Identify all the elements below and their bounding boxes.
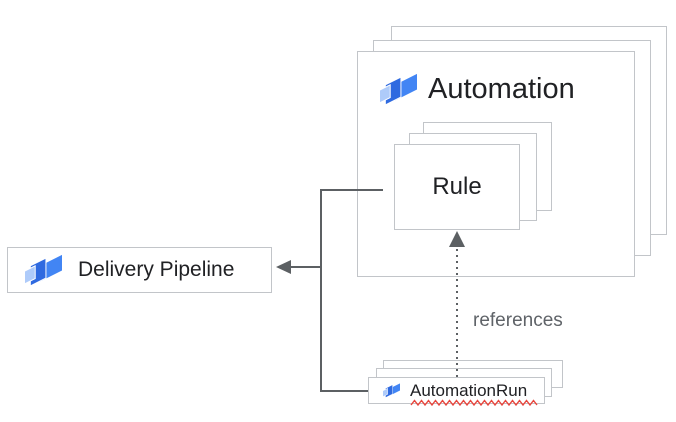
connector-vertical-trunk: [320, 189, 322, 392]
rule-box: Rule: [394, 144, 520, 230]
cloud-deploy-icon: [380, 73, 417, 106]
automation-run-label: AutomationRun: [410, 380, 528, 400]
automation-label: Automation: [428, 73, 575, 105]
cloud-deploy-icon: [25, 254, 62, 287]
spellcheck-underline: [410, 399, 538, 407]
dotted-reference-line: [456, 249, 458, 377]
delivery-pipeline-header: Delivery Pipeline: [25, 249, 234, 291]
arrowhead-left-icon: [276, 260, 291, 274]
connector-to-rule: [320, 189, 383, 191]
cloud-deploy-icon: [383, 383, 400, 398]
arrowhead-up-icon: [449, 231, 465, 247]
rule-label: Rule: [432, 173, 482, 200]
connector-to-delivery-pipeline: [290, 266, 322, 268]
references-label: references: [473, 310, 563, 331]
automation-header: Automation: [380, 71, 575, 108]
delivery-pipeline-label: Delivery Pipeline: [78, 258, 235, 281]
automation-run-header: AutomationRun: [383, 380, 527, 401]
connector-to-automation-run: [320, 390, 368, 392]
